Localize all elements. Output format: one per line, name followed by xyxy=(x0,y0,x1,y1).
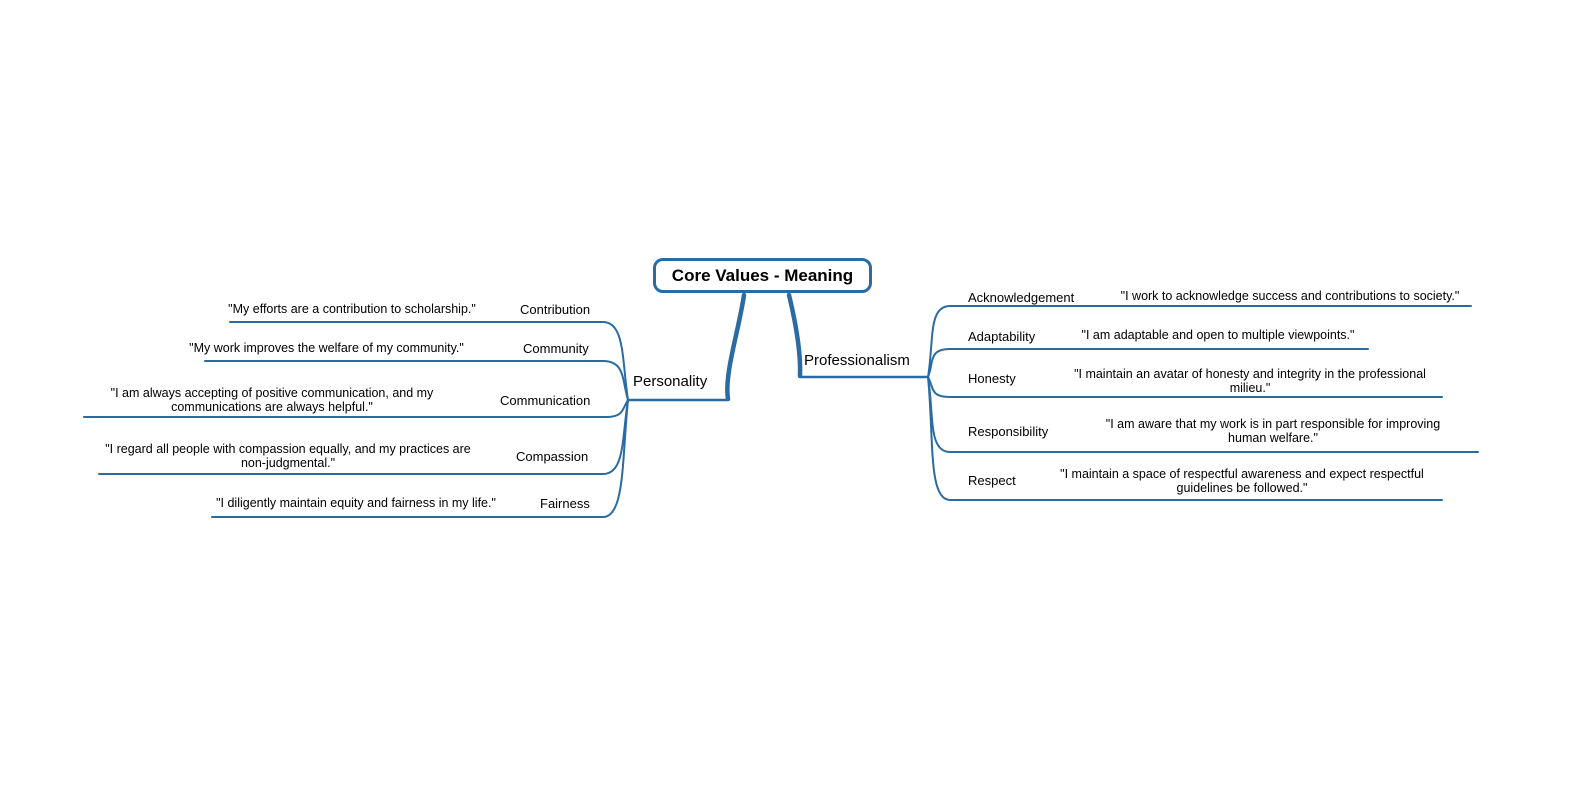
leaf-node-community[interactable]: Community xyxy=(523,341,589,356)
quote-respect: "I maintain a space of respectful awaren… xyxy=(1060,467,1424,495)
leaf-node-respect[interactable]: Respect xyxy=(968,473,1016,488)
edge-root-professionalism xyxy=(786,292,803,379)
leaf-node-fairness[interactable]: Fairness xyxy=(540,496,590,511)
quote-contribution: "My efforts are a contribution to schola… xyxy=(228,302,476,316)
branch-node-professionalism[interactable]: Professionalism xyxy=(804,352,910,369)
root-node-core-values[interactable]: Core Values - Meaning xyxy=(653,258,872,293)
branch-node-personality[interactable]: Personality xyxy=(633,373,708,390)
leaf-node-acknowledgement[interactable]: Acknowledgement xyxy=(968,290,1075,305)
leaf-node-responsibility[interactable]: Responsibility xyxy=(968,424,1049,439)
quote-communication: "I am always accepting of positive commu… xyxy=(110,386,434,414)
quote-acknowledgement: "I work to acknowledge success and contr… xyxy=(1120,289,1460,303)
edge-root-personality xyxy=(725,292,747,402)
leaf-node-adaptability[interactable]: Adaptability xyxy=(968,329,1036,344)
leaf-node-communication[interactable]: Communication xyxy=(500,393,591,408)
leaf-node-honesty[interactable]: Honesty xyxy=(968,371,1016,386)
quote-adaptability: "I am adaptable and open to multiple vie… xyxy=(1081,328,1355,342)
quote-honesty: "I maintain an avatar of honesty and int… xyxy=(1074,367,1426,395)
quote-responsibility: "I am aware that my work is in part resp… xyxy=(1105,417,1441,445)
quote-community: "My work improves the welfare of my comm… xyxy=(189,341,464,355)
quote-fairness: "I diligently maintain equity and fairne… xyxy=(216,496,496,510)
leaf-node-contribution[interactable]: Contribution xyxy=(520,302,591,317)
quote-compassion: "I regard all people with compassion equ… xyxy=(105,442,471,470)
leaf-node-compassion[interactable]: Compassion xyxy=(516,449,589,464)
